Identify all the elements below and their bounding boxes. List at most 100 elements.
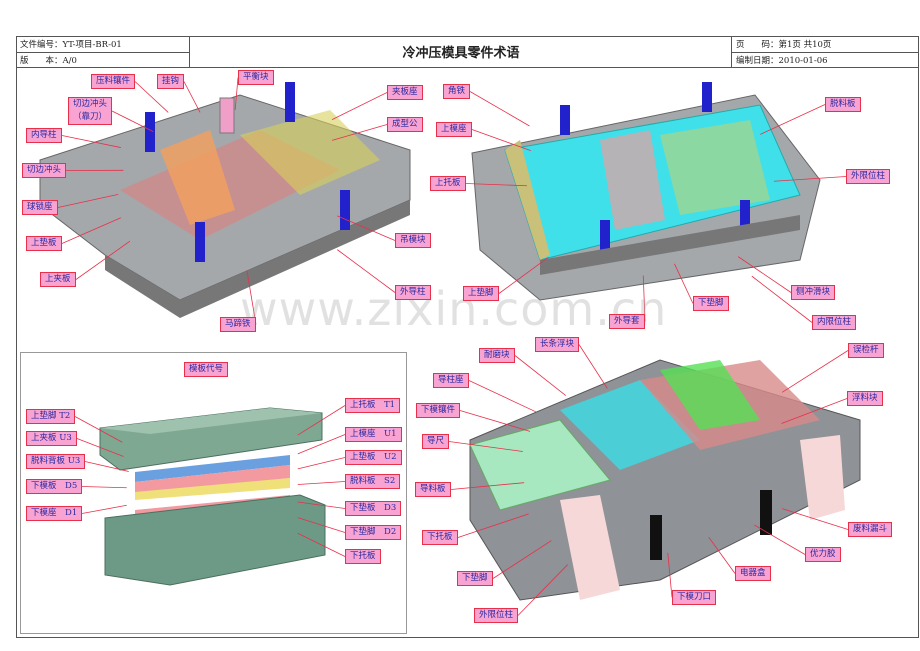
part-label: 上模座 bbox=[436, 122, 472, 137]
part-label: 下托板 bbox=[422, 530, 458, 545]
part-label: 下托板 bbox=[345, 549, 381, 564]
part-label: 球锁座 bbox=[22, 200, 58, 215]
page-number: 页 码：第1页 共10页 bbox=[736, 40, 832, 50]
leader-line bbox=[469, 91, 530, 127]
part-label: 长条浮块 bbox=[535, 337, 580, 352]
part-label: 吊模块 bbox=[395, 233, 431, 248]
part-label: 侧冲滑块 bbox=[791, 285, 836, 300]
part-label: 导柱座 bbox=[433, 373, 469, 388]
part-label: 下垫板 D3 bbox=[345, 501, 402, 516]
leader-line bbox=[57, 193, 119, 208]
part-label: 上夹板 bbox=[40, 272, 76, 287]
leader-line bbox=[331, 92, 388, 120]
leader-line bbox=[297, 532, 346, 557]
leader-line bbox=[297, 405, 346, 436]
part-label: 上垫脚 bbox=[463, 286, 499, 301]
part-label: 电器盒 bbox=[735, 566, 771, 581]
leader-line bbox=[517, 564, 568, 616]
part-label: 切边冲头（靠刀） bbox=[68, 97, 113, 125]
leader-line bbox=[111, 110, 154, 133]
part-label: 上模座 U1 bbox=[345, 427, 402, 442]
leader-line bbox=[297, 457, 346, 470]
part-label: 模板代号 bbox=[184, 362, 229, 377]
part-label: 外限位柱 bbox=[474, 608, 519, 623]
part-label: 浮料块 bbox=[847, 391, 883, 406]
page-frame bbox=[16, 36, 919, 638]
part-label: 下垫脚 bbox=[693, 296, 729, 311]
leader-line bbox=[667, 552, 673, 598]
leader-line bbox=[492, 540, 552, 579]
part-label: 废料漏斗 bbox=[848, 522, 893, 537]
part-label: 平衡块 bbox=[238, 70, 274, 85]
leader-line bbox=[337, 215, 396, 241]
part-label: 外限位柱 bbox=[846, 169, 891, 184]
part-label: 内限位柱 bbox=[812, 315, 857, 330]
part-label: 角铁 bbox=[443, 84, 471, 99]
leader-line bbox=[514, 355, 566, 396]
part-label: 下垫脚 D2 bbox=[345, 525, 402, 540]
upper-die-drawing-1 bbox=[39, 82, 411, 318]
leader-line bbox=[457, 513, 529, 538]
part-label: 导料板 bbox=[415, 482, 451, 497]
part-label: 压料镶件 bbox=[91, 74, 136, 89]
leader-line bbox=[781, 398, 848, 424]
exploded-mold-drawing bbox=[99, 407, 326, 586]
header-right-cell: 页 码：第1页 共10页 编制日期：2010-01-06 bbox=[732, 36, 918, 68]
part-label: 上托板 T1 bbox=[345, 398, 401, 413]
document-header: 文件编号：YT-项目-BR-01 版 本：A/0 冷冲压模具零件术语 页 码：第… bbox=[16, 36, 919, 68]
leader-line bbox=[297, 501, 346, 509]
edit-date: 编制日期：2010-01-06 bbox=[736, 56, 828, 66]
leader-line bbox=[297, 481, 346, 485]
leader-line bbox=[84, 461, 129, 472]
leader-line bbox=[61, 217, 121, 244]
leader-line bbox=[81, 486, 127, 489]
part-label: 下模座 D1 bbox=[26, 506, 83, 521]
leader-line bbox=[234, 77, 239, 110]
leader-line bbox=[760, 104, 826, 135]
part-label: 外导套 bbox=[609, 314, 645, 329]
leader-line bbox=[782, 508, 849, 530]
leader-line bbox=[781, 350, 849, 393]
doc-number: 文件编号：YT-项目-BR-01 bbox=[20, 40, 122, 50]
leader-line bbox=[337, 249, 396, 293]
header-left-cell: 文件编号：YT-项目-BR-01 版 本：A/0 bbox=[16, 36, 190, 68]
part-label: 上夹板 U3 bbox=[26, 431, 77, 446]
part-label: 脱料背板 U3 bbox=[26, 454, 86, 469]
leader-line bbox=[465, 183, 527, 187]
leader-line bbox=[471, 129, 531, 152]
leader-line bbox=[498, 256, 549, 294]
part-label: 脱料板 S2 bbox=[345, 474, 401, 489]
part-label: 外导柱 bbox=[395, 285, 431, 300]
part-label: 下模板 D5 bbox=[26, 479, 83, 494]
leader-line bbox=[674, 263, 694, 304]
leader-line bbox=[183, 81, 201, 113]
part-label: 挂钩 bbox=[157, 74, 185, 89]
leader-line bbox=[448, 441, 523, 452]
part-label: 夹板座 bbox=[387, 85, 423, 100]
part-label: 导尺 bbox=[422, 434, 450, 449]
leader-lines bbox=[57, 77, 849, 616]
leader-line bbox=[642, 275, 646, 322]
part-label: 脱料板 bbox=[825, 97, 861, 112]
part-label: 成型公 bbox=[387, 117, 423, 132]
leader-line bbox=[297, 517, 346, 533]
leader-line bbox=[459, 410, 531, 432]
part-label: 上垫板 bbox=[26, 236, 62, 251]
part-label: 上托板 bbox=[430, 176, 466, 191]
header-title-cell bbox=[190, 36, 732, 68]
leader-line bbox=[754, 524, 806, 555]
part-label: 误检杆 bbox=[848, 343, 884, 358]
leader-line bbox=[737, 256, 792, 293]
part-label: 上垫板 U2 bbox=[345, 450, 402, 465]
part-label: 耐磨块 bbox=[479, 348, 515, 363]
lower-die-drawing bbox=[469, 359, 861, 601]
part-label: 切边冲头 bbox=[22, 163, 67, 178]
leader-line bbox=[74, 416, 123, 443]
leader-line bbox=[751, 275, 813, 323]
part-label: 下模镶件 bbox=[416, 403, 461, 418]
watermark: www.zixin.com.cn bbox=[240, 282, 668, 336]
part-label: 内导柱 bbox=[26, 128, 62, 143]
leader-line bbox=[81, 504, 127, 514]
leader-line bbox=[450, 482, 525, 490]
